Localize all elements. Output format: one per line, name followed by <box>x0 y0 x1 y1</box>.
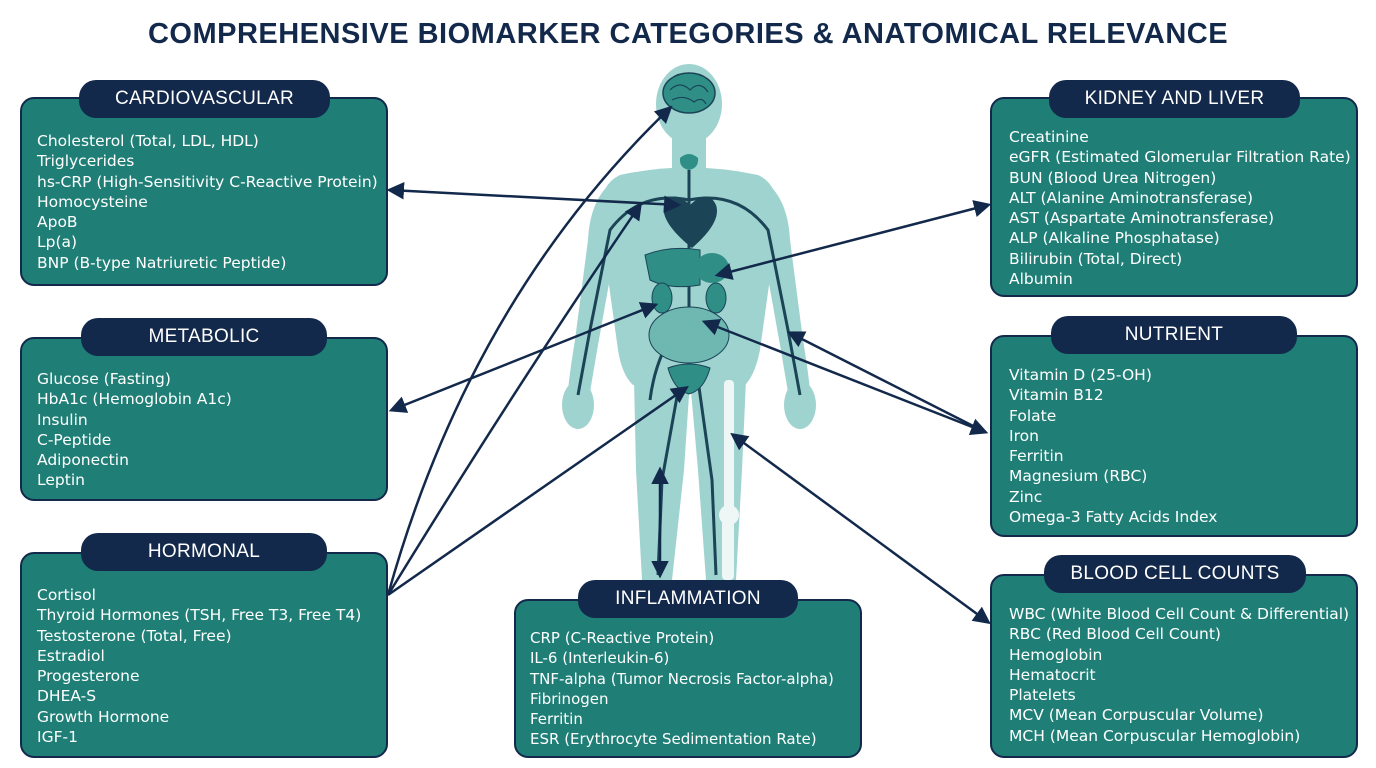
list-item: AST (Aspartate Aminotransferase) <box>1009 209 1275 228</box>
liver-icon <box>644 247 701 288</box>
list-item: Estradiol <box>37 646 105 665</box>
page-title: COMPREHENSIVE BIOMARKER CATEGORIES & ANA… <box>147 18 1229 50</box>
kidney-liver-header: KIDNEY AND LIVER <box>1049 80 1300 118</box>
list-item: Adiponectin <box>37 451 129 470</box>
list-item: Hematocrit <box>1009 665 1096 684</box>
hormonal-panel: Cortisol Thyroid Hormones (TSH, Free T3,… <box>20 552 388 758</box>
arrow-blood-cell <box>730 432 991 625</box>
blood-cell-counts-header: BLOOD CELL COUNTS <box>1044 555 1306 593</box>
list-item: eGFR (Estimated Glomerular Filtration Ra… <box>1009 148 1351 167</box>
list-item: Magnesium (RBC) <box>1009 467 1148 486</box>
arrow-hormonal-brain <box>386 105 673 596</box>
inflammation-list: CRP (C-Reactive Protein) IL-6 (Interleuk… <box>530 628 834 750</box>
list-item: Cortisol <box>37 586 96 604</box>
inflammation-header: INFLAMMATION <box>578 580 798 618</box>
list-item: Insulin <box>37 410 88 429</box>
list-item: Zinc <box>1009 487 1043 506</box>
list-item: IGF-1 <box>37 728 78 747</box>
list-item: ALP (Alkaline Phosphatase) <box>1009 229 1220 248</box>
arrow-hormonal-thyroid <box>386 202 642 596</box>
list-item: Cholesterol (Total, LDL, HDL) <box>37 132 259 150</box>
kidney-liver-list: Creatinine eGFR (Estimated Glomerular Fi… <box>1009 127 1351 289</box>
list-item: TNF-alpha (Tumor Necrosis Factor-alpha) <box>530 669 834 688</box>
arrow-nutrient-1 <box>701 318 989 436</box>
list-item: Vitamin D (25-OH) <box>1009 366 1152 384</box>
list-item: Homocysteine <box>37 192 148 211</box>
metabolic-header: METABOLIC <box>81 318 327 356</box>
list-item: Ferritin <box>1009 447 1064 466</box>
list-item: Ferritin <box>530 710 583 729</box>
list-item: Fibrinogen <box>530 689 609 708</box>
list-item: Folate <box>1009 406 1057 425</box>
nutrient-list: Vitamin D (25-OH) Vitamin B12 Folate Iro… <box>1009 365 1217 527</box>
list-item: Bilirubin (Total, Direct) <box>1009 249 1183 268</box>
list-item: IL-6 (Interleukin-6) <box>530 649 670 668</box>
list-item: HbA1c (Hemoglobin A1c) <box>37 390 232 409</box>
list-item: Vitamin B12 <box>1009 386 1104 405</box>
arrow-metabolic <box>388 302 659 413</box>
list-item: Iron <box>1009 426 1039 445</box>
list-item: Testosterone (Total, Free) <box>37 626 232 645</box>
list-item: C-Peptide <box>37 430 112 449</box>
inflammation-panel: CRP (C-Reactive Protein) IL-6 (Interleuk… <box>514 599 862 758</box>
blood-cell-counts-list: WBC (White Blood Cell Count & Differenti… <box>1009 604 1349 746</box>
blood-cell-counts-panel: WBC (White Blood Cell Count & Differenti… <box>990 574 1358 758</box>
cardiovascular-list: Cholesterol (Total, LDL, HDL) Triglyceri… <box>37 131 378 273</box>
list-item: Progesterone <box>37 667 140 686</box>
arrow-kidney-liver <box>714 200 992 280</box>
list-item: BNP (B-type Natriuretic Peptide) <box>37 253 287 272</box>
list-item: RBC (Red Blood Cell Count) <box>1009 625 1221 644</box>
list-item: DHEA-S <box>37 687 97 706</box>
list-item: MCH (Mean Corpuscular Hemoglobin) <box>1009 726 1301 745</box>
list-item: Leptin <box>37 471 85 490</box>
list-item: CRP (C-Reactive Protein) <box>530 629 715 647</box>
list-item: Glucose (Fasting) <box>37 370 171 388</box>
cardiovascular-header: CARDIOVASCULAR <box>79 80 330 118</box>
list-item: BUN (Blood Urea Nitrogen) <box>1009 168 1217 187</box>
list-item: Albumin <box>1009 270 1073 289</box>
list-item: Lp(a) <box>37 233 78 252</box>
arrow-nutrient-2 <box>786 331 986 434</box>
list-item: ESR (Erythrocyte Sedimentation Rate) <box>530 730 817 749</box>
metabolic-list: Glucose (Fasting) HbA1c (Hemoglobin A1c)… <box>37 369 232 491</box>
list-item: Creatinine <box>1009 128 1089 146</box>
list-item: WBC (White Blood Cell Count & Differenti… <box>1009 605 1350 623</box>
thyroid-icon <box>679 154 699 170</box>
list-item: MCV (Mean Corpuscular Volume) <box>1009 706 1264 725</box>
cardiovascular-panel: Cholesterol (Total, LDL, HDL) Triglyceri… <box>20 97 388 286</box>
list-item: hs-CRP (High-Sensitivity C-Reactive Prot… <box>37 172 378 191</box>
list-item: Growth Hormone <box>37 707 170 726</box>
nutrient-panel: Vitamin D (25-OH) Vitamin B12 Folate Iro… <box>990 335 1358 537</box>
connector-arrows <box>386 105 992 625</box>
nutrient-header: NUTRIENT <box>1051 316 1297 354</box>
list-item: Platelets <box>1009 686 1076 705</box>
brain-icon <box>662 72 716 114</box>
kidney-liver-panel: Creatinine eGFR (Estimated Glomerular Fi… <box>990 97 1358 297</box>
list-item: ApoB <box>37 213 78 232</box>
metabolic-panel: Glucose (Fasting) HbA1c (Hemoglobin A1c)… <box>20 337 388 501</box>
hormonal-list: Cortisol Thyroid Hormones (TSH, Free T3,… <box>37 585 361 747</box>
hormonal-header: HORMONAL <box>81 533 327 571</box>
list-item: Triglycerides <box>37 152 135 171</box>
list-item: Omega-3 Fatty Acids Index <box>1009 508 1218 527</box>
arrow-hormonal-uterus <box>387 386 689 597</box>
list-item: Thyroid Hormones (TSH, Free T3, Free T4) <box>37 606 362 625</box>
list-item: Hemoglobin <box>1009 645 1103 664</box>
list-item: ALT (Alanine Aminotransferase) <box>1009 188 1254 207</box>
